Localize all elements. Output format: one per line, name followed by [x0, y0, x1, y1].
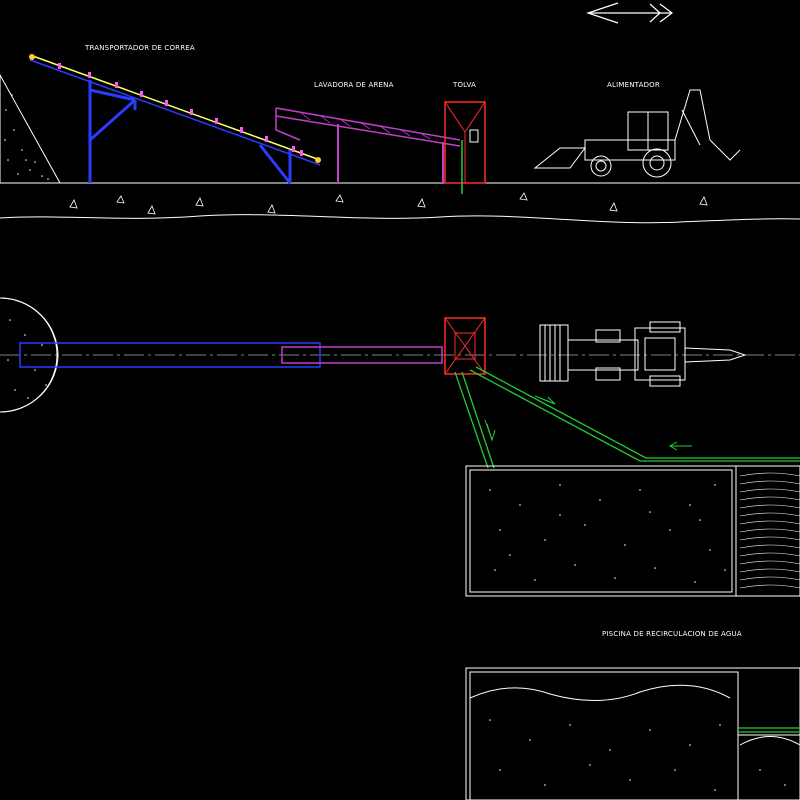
- sand-washer-elevation: [275, 107, 461, 183]
- recirculation-pool-label: PISCINA DE RECIRCULACION DE AGUA: [602, 630, 742, 638]
- ground-section: [0, 182, 800, 224]
- hopper-label: TOLVA: [452, 81, 476, 89]
- belt-conveyor-elevation: [29, 54, 321, 184]
- sand-stockpile: [0, 73, 61, 184]
- pool-sediment: [489, 719, 786, 791]
- belt-conveyor-label: TRANSPORTADOR DE CORREA: [84, 44, 195, 52]
- feeder-label: ALIMENTADOR: [607, 81, 660, 89]
- settling-tank-sediment: [489, 484, 726, 583]
- flow-arrow-icon: [484, 395, 692, 451]
- recirculation-pool: [465, 667, 800, 800]
- sand-washer-label: LAVADORA DE ARENA: [314, 81, 394, 89]
- stockpile-plan: [0, 297, 59, 413]
- backhoe-loader-elevation: [533, 89, 741, 178]
- water-flow-lines: [454, 366, 800, 469]
- backhoe-loader-plan: [539, 321, 747, 387]
- hopper-plan: [444, 317, 486, 375]
- left-arrow-icon: [586, 2, 673, 24]
- belt-conveyor-plan: [19, 342, 443, 368]
- settling-tank: [465, 465, 800, 597]
- pool-inlet-pipe: [738, 727, 800, 733]
- hopper-elevation: [444, 101, 486, 194]
